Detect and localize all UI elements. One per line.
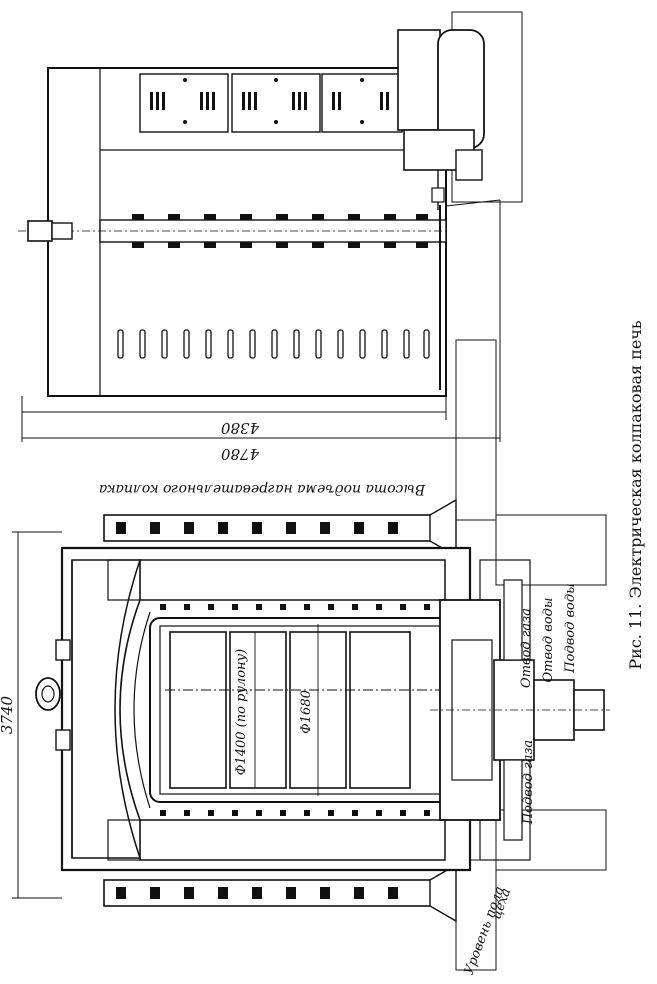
dimension-4380: 4380 [220,419,260,437]
gas-inlet-label: Подвод газа [521,740,536,825]
dimension-3740-label: 3740 [0,695,16,734]
water-outlet-label: Отвод воды [541,598,556,683]
top-panels [139,73,403,133]
base-fan-assembly [430,579,610,841]
dimension-3740: 3740 [0,531,62,899]
dimension-4780: 4780 [220,445,260,463]
lower-slots [117,329,430,359]
lift-height-label: Высота подъема нагревательного колпака [99,481,426,497]
diameter-inner-label: Φ1680 [299,690,314,734]
dimension-top: 4380 4780 [21,200,501,463]
lifting-lug [35,639,71,751]
coil-stack [165,631,440,789]
water-inlet-label: Подвод воды [563,583,578,673]
diameter-coil-label: Φ1400 (по рулону) [234,649,249,775]
section-view: Φ1400 (по рулону) Φ1680 [35,339,610,971]
drive-unit [397,29,501,210]
top-view-hood [18,11,523,397]
gas-outlet-label: Отвод газа [519,608,534,688]
figure-caption: Рис. 11. Электрическая колпаковая печь [626,320,645,670]
lift-rod [18,205,447,390]
